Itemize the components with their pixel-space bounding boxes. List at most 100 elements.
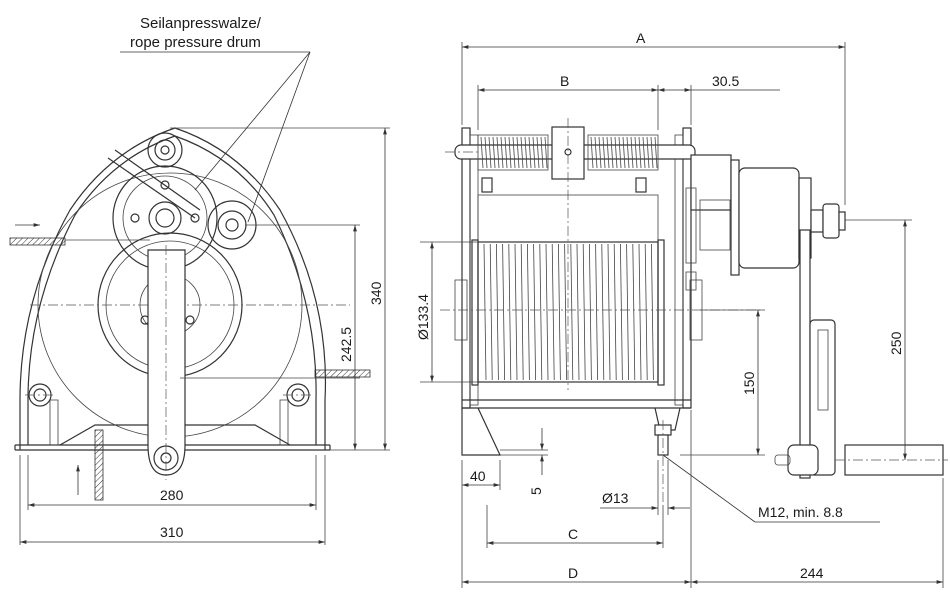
rope-winding [632, 243, 636, 381]
spring-coil [532, 136, 536, 169]
front-view [9, 127, 390, 501]
side-plate-right [682, 127, 692, 409]
side-gearbox [685, 154, 812, 291]
dim-5: 5 [528, 487, 544, 495]
spring-coil [512, 136, 516, 169]
spring-coil [650, 136, 654, 169]
side-view [440, 118, 948, 505]
rope-entry [9, 237, 66, 246]
dim-340: 340 [368, 281, 384, 305]
dim-250: 250 [888, 331, 904, 355]
side-m12-bolt [654, 420, 672, 505]
front-foot-bolt-right [283, 383, 313, 407]
rope-winding [502, 243, 505, 381]
rope-winding [545, 243, 549, 381]
spring-coil [638, 136, 642, 169]
spring-coil [488, 136, 492, 169]
front-top-roller [147, 132, 183, 168]
spring-coil [602, 136, 606, 169]
dim-150: 150 [741, 371, 757, 395]
spring-coil [520, 136, 524, 169]
spring-coil [492, 136, 496, 169]
rope-winding [570, 243, 574, 381]
spring-coil [622, 136, 626, 169]
spring-coil [634, 136, 638, 169]
side-spring-clamp [551, 126, 585, 180]
rope-winding [496, 243, 499, 381]
spring-coil [654, 136, 658, 169]
spring-coil [618, 136, 622, 169]
spring-coil [594, 136, 598, 169]
spring-coil [484, 136, 488, 169]
spring-coil [528, 136, 532, 169]
side-crank-arm [774, 229, 948, 479]
dim-244: 244 [800, 565, 824, 581]
dim-d13: Ø13 [602, 490, 629, 506]
spring-coil [646, 136, 650, 169]
side-spring-left [477, 134, 549, 171]
spring-coil [606, 136, 610, 169]
rope-winding [595, 243, 598, 381]
spring-coil [496, 136, 500, 169]
spring-coil [626, 136, 630, 169]
rope-pressure-drum-callout: Seilanpresswalze/ rope pressure drum [120, 15, 311, 223]
spring-coil [508, 136, 512, 169]
spring-coil [516, 136, 520, 169]
dim-40: 40 [470, 468, 486, 484]
rope-winding [644, 243, 648, 381]
callout-text-en: rope pressure drum [130, 34, 261, 51]
rope-winding [582, 243, 586, 381]
spring-coil [630, 136, 634, 169]
side-plate-left [461, 127, 471, 409]
dim-d133-4: Ø133.4 [415, 294, 431, 340]
rope-winding [539, 243, 543, 381]
rope-winding [601, 243, 605, 381]
rope-winding [527, 243, 530, 381]
spring-coil [536, 136, 540, 169]
rope-winding [651, 243, 654, 381]
front-foot-bolt-left [25, 383, 55, 407]
rope-winding [533, 243, 536, 381]
dim-a: A [636, 30, 646, 46]
spring-coil [642, 136, 646, 169]
rope-winding [576, 243, 580, 381]
rope-winding [626, 243, 629, 381]
spring-coil [614, 136, 618, 169]
spring-coil [524, 136, 528, 169]
rope-winding [551, 243, 555, 381]
dim-310: 310 [160, 524, 184, 540]
dim-30-5: 30.5 [712, 73, 739, 89]
spring-coil [540, 136, 544, 169]
rope-winding [564, 243, 567, 381]
spring-coil [480, 136, 484, 169]
spring-coil [598, 136, 602, 169]
dim-c: C [568, 526, 578, 542]
dim-b: B [560, 73, 569, 89]
thread-label: M12, min. 8.8 [758, 504, 843, 520]
side-view-dimensions: A B 30.5 Ø133.4 150 250 40 5 [415, 30, 944, 588]
side-crank-knob [810, 203, 846, 239]
spring-coil [544, 136, 548, 169]
rope-winding [607, 243, 611, 381]
rope-winding [508, 243, 512, 381]
rope-winding [558, 243, 561, 381]
dim-d: D [568, 565, 578, 581]
rope-winding [520, 243, 524, 381]
spring-coil [590, 136, 594, 169]
rope-winding [620, 243, 623, 381]
spring-coil [610, 136, 614, 169]
callout-text-de: Seilanpresswalze/ [140, 15, 262, 32]
spring-coil [504, 136, 508, 169]
spring-coil [500, 136, 504, 169]
rope-winding [589, 243, 592, 381]
rope-winding [489, 243, 493, 381]
dim-242-5: 242.5 [338, 327, 354, 362]
dim-280: 280 [160, 487, 184, 503]
rope-winding [483, 243, 487, 381]
rope-vertical [94, 429, 104, 501]
front-view-dimensions: 280 310 340 242.5 [19, 128, 387, 545]
side-spring-right [587, 134, 659, 171]
rope-winding [514, 243, 518, 381]
rope-winding [638, 243, 642, 381]
